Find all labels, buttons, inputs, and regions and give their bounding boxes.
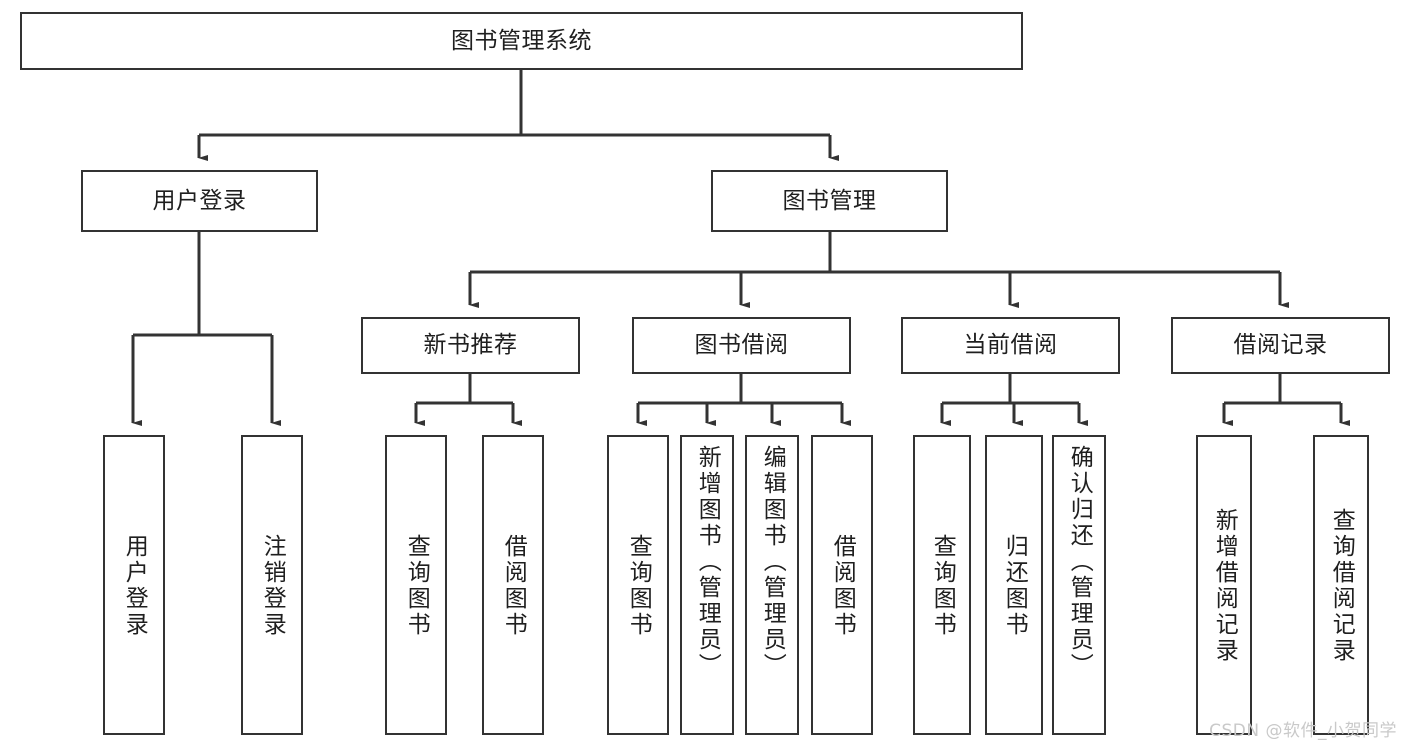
leaf-user-login-label: 用户登录 [121, 534, 148, 638]
node-user-login-label: 用户登录 [152, 187, 247, 214]
leaf-edit-book-label: 编辑图书（管理员） [759, 445, 786, 679]
leaf-edit-book[interactable]: 编辑图书（管理员） [745, 435, 799, 735]
leaf-confirm-return-label: 确认归还（管理员） [1066, 445, 1093, 679]
leaf-borrow-book-recommend-label: 借阅图书 [500, 534, 527, 638]
leaf-query-book-current-label: 查询图书 [929, 534, 956, 638]
node-book-management[interactable]: 图书管理 [711, 170, 948, 232]
node-root[interactable]: 图书管理系统 [20, 12, 1023, 70]
node-book-borrow-label: 图书借阅 [694, 332, 789, 359]
leaf-add-borrow-record-label: 新增借阅记录 [1211, 508, 1238, 664]
node-root-label: 图书管理系统 [451, 27, 592, 54]
leaf-query-book-borrow-label: 查询图书 [625, 534, 652, 638]
leaf-query-book-recommend[interactable]: 查询图书 [385, 435, 447, 735]
leaf-query-book-borrow[interactable]: 查询图书 [607, 435, 669, 735]
node-user-login[interactable]: 用户登录 [81, 170, 318, 232]
node-new-book-recommend-label: 新书推荐 [423, 332, 518, 359]
leaf-logout[interactable]: 注销登录 [241, 435, 303, 735]
leaf-add-book[interactable]: 新增图书（管理员） [680, 435, 734, 735]
leaf-user-login[interactable]: 用户登录 [103, 435, 165, 735]
node-new-book-recommend[interactable]: 新书推荐 [361, 317, 580, 374]
leaf-query-book-recommend-label: 查询图书 [403, 534, 430, 638]
node-current-borrow[interactable]: 当前借阅 [901, 317, 1120, 374]
node-borrow-record-label: 借阅记录 [1233, 332, 1328, 359]
node-book-management-label: 图书管理 [782, 187, 877, 214]
leaf-query-book-current[interactable]: 查询图书 [913, 435, 971, 735]
leaf-logout-label: 注销登录 [259, 534, 286, 638]
leaf-borrow-book-label: 借阅图书 [829, 534, 856, 638]
leaf-query-borrow-record-label: 查询借阅记录 [1328, 508, 1355, 664]
leaf-borrow-book-recommend[interactable]: 借阅图书 [482, 435, 544, 735]
leaf-query-borrow-record[interactable]: 查询借阅记录 [1313, 435, 1369, 735]
node-book-borrow[interactable]: 图书借阅 [632, 317, 851, 374]
leaf-confirm-return[interactable]: 确认归还（管理员） [1052, 435, 1106, 735]
leaf-add-borrow-record[interactable]: 新增借阅记录 [1196, 435, 1252, 735]
leaf-return-book[interactable]: 归还图书 [985, 435, 1043, 735]
node-current-borrow-label: 当前借阅 [963, 332, 1058, 359]
leaf-add-book-label: 新增图书（管理员） [694, 445, 721, 679]
leaf-borrow-book[interactable]: 借阅图书 [811, 435, 873, 735]
leaf-return-book-label: 归还图书 [1001, 534, 1028, 638]
node-borrow-record[interactable]: 借阅记录 [1171, 317, 1390, 374]
